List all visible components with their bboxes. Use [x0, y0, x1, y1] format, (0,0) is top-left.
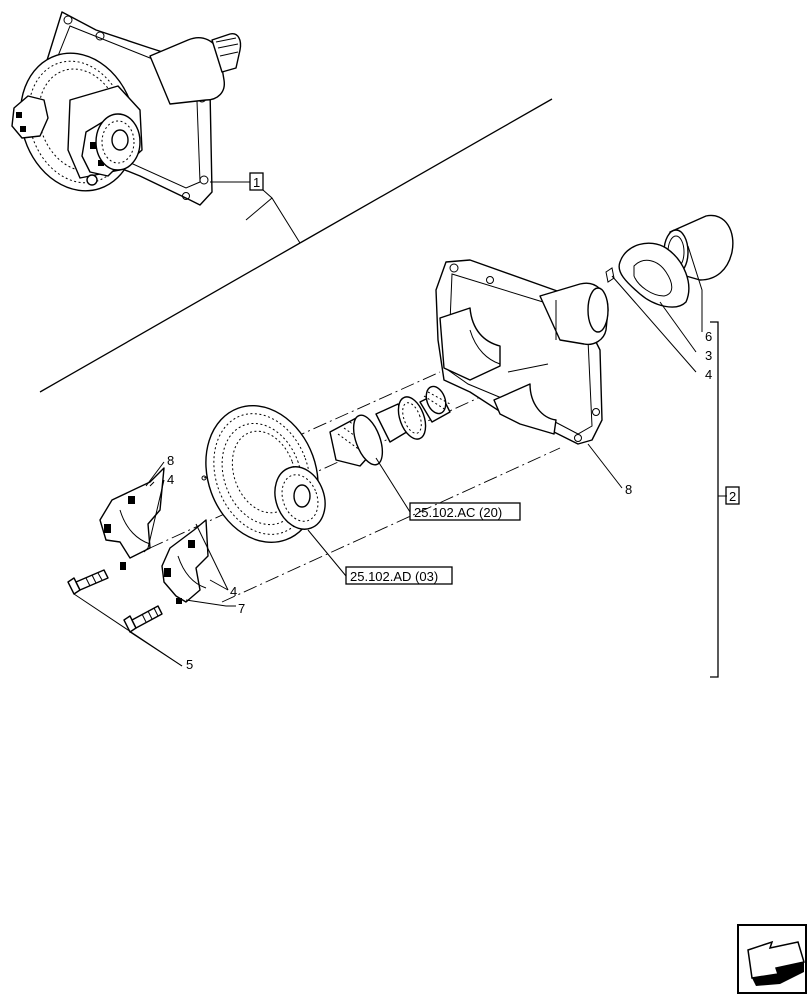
reference-ad-group: 25.102.AD (03) — [307, 529, 453, 585]
callout-1-box — [249, 172, 264, 191]
bolt-lower — [123, 605, 163, 633]
callout-2-box — [725, 486, 740, 505]
reference-ad-box — [345, 566, 453, 585]
reference-ac-group: 25.102.AC (20) — [375, 457, 521, 521]
assembly-divider — [39, 98, 553, 393]
callout-2-label: 2 — [729, 489, 736, 504]
callout-2-group: 2 — [710, 321, 740, 678]
callout-1-group: 1 — [210, 172, 301, 244]
bearing-cap-7 — [161, 519, 209, 604]
bearing-cap-left — [99, 467, 165, 570]
left-leaders: 8 4 4 7 5 — [73, 453, 245, 672]
item-8-left-label: 8 — [167, 453, 174, 468]
housing-8 — [435, 259, 609, 445]
item-7-label: 7 — [238, 601, 245, 616]
item-4-left-label: 4 — [167, 472, 174, 487]
reference-ac-box — [409, 502, 521, 521]
item-6-label: 6 — [705, 329, 712, 344]
pinion-shaft — [329, 385, 451, 467]
arrow-navigation-icon[interactable] — [737, 924, 807, 994]
item-4-cap-label: 4 — [230, 584, 237, 599]
bushing-shim-group — [605, 214, 734, 308]
item-8-housing-label: 8 — [625, 482, 632, 497]
ring-gear — [201, 404, 326, 544]
reference-ad-label: 25.102.AD (03) — [350, 569, 438, 584]
reference-ac-label: 25.102.AC (20) — [414, 505, 502, 520]
callout-1-label: 1 — [253, 175, 260, 190]
right-leaders: 6 3 4 8 — [587, 245, 712, 497]
differential-assembly-1 — [11, 11, 242, 206]
item-3-label: 3 — [705, 348, 712, 363]
item-4-right-label: 4 — [705, 367, 712, 382]
bolt-upper — [67, 569, 109, 595]
item-5-label: 5 — [186, 657, 193, 672]
